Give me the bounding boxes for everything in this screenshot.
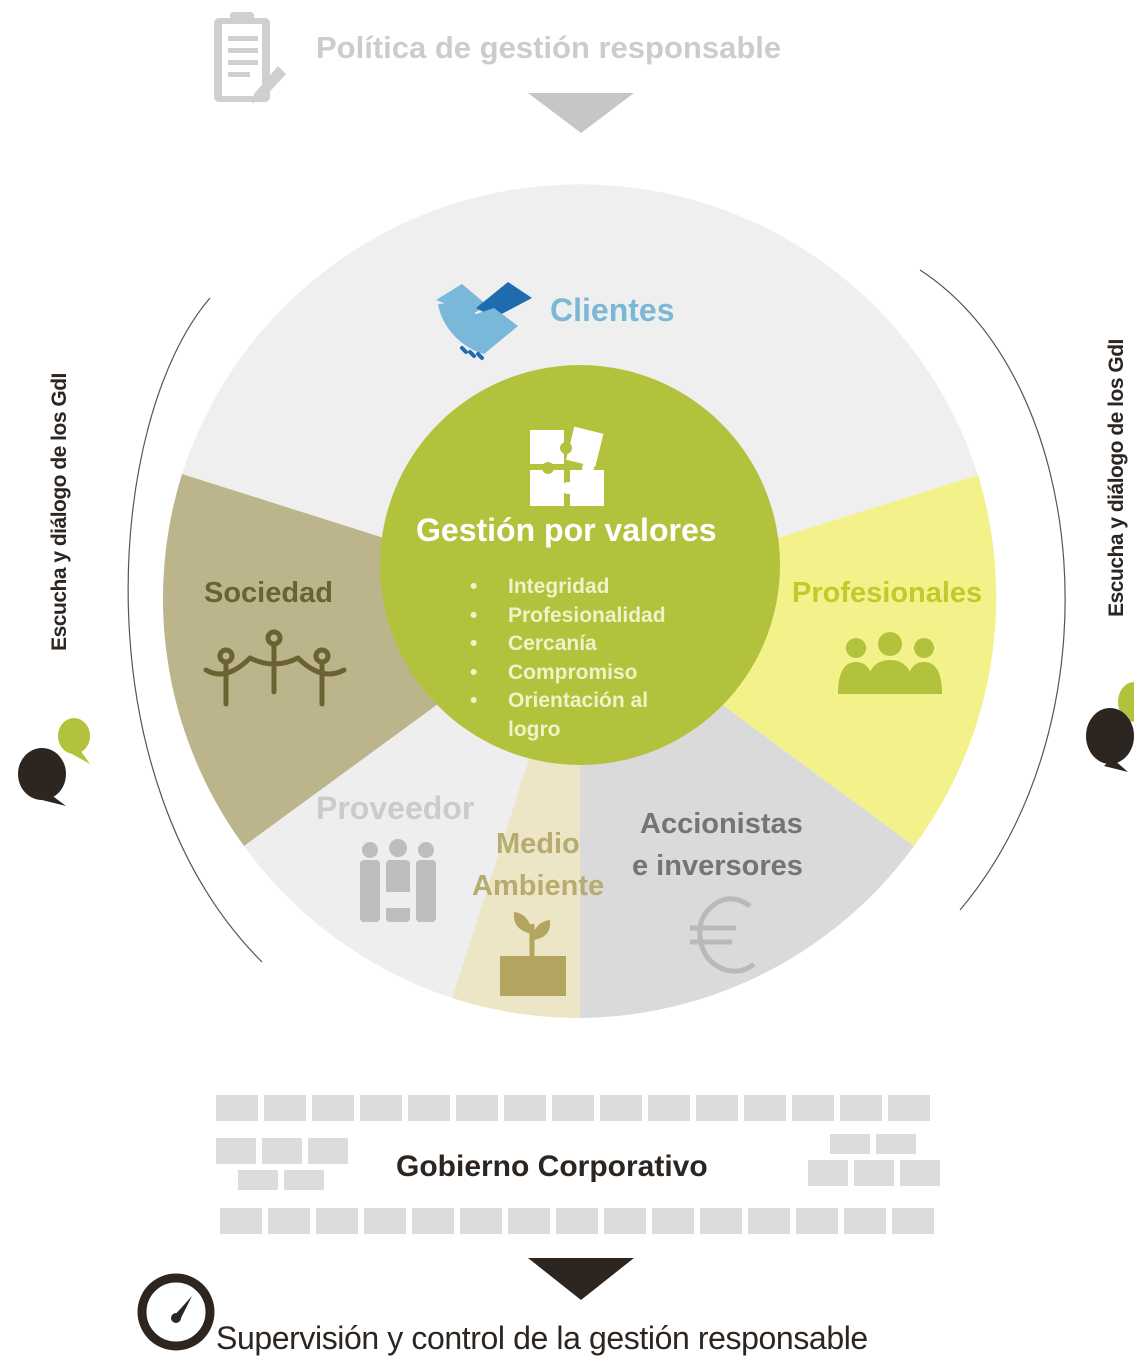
brick-row-bottom bbox=[220, 1208, 934, 1234]
value-item: logro bbox=[508, 717, 561, 741]
document-icon bbox=[214, 12, 286, 103]
values-list: •Integridad •Profesionalidad •Cercanía •… bbox=[470, 573, 666, 744]
suppliers-icon bbox=[360, 839, 436, 922]
accionistas-label-2: e inversores bbox=[632, 850, 803, 882]
speech-bubbles-icon-right bbox=[1086, 682, 1134, 772]
gobierno-label: Gobierno Corporativo bbox=[396, 1150, 708, 1183]
brick-row-right-2 bbox=[808, 1160, 940, 1186]
left-side-label: Escucha y diálogo de los GdI bbox=[48, 373, 71, 651]
value-item: •Orientación al bbox=[470, 689, 649, 712]
value-item: •Integridad bbox=[470, 575, 610, 598]
plant-icon bbox=[500, 912, 566, 996]
brick-row-top bbox=[216, 1095, 930, 1121]
brick-row-right-1 bbox=[830, 1134, 916, 1154]
clientes-label: Clientes bbox=[550, 292, 675, 328]
center-title: Gestión por valores bbox=[416, 512, 717, 548]
left-arc bbox=[127, 297, 263, 963]
top-arrow bbox=[528, 93, 634, 133]
gauge-icon bbox=[137, 1273, 215, 1351]
handshake-icon bbox=[436, 282, 532, 360]
value-item: •Cercanía bbox=[470, 632, 597, 655]
speech-bubbles-icon bbox=[18, 718, 90, 806]
sociedad-label: Sociedad bbox=[204, 577, 333, 609]
medio-label-2: Ambiente bbox=[472, 870, 605, 902]
team-icon bbox=[838, 632, 942, 694]
profesionales-label: Profesionales bbox=[792, 577, 983, 609]
euro-icon bbox=[690, 896, 756, 974]
medio-label-1: Medio bbox=[496, 828, 580, 860]
accionistas-label-1: Accionistas bbox=[640, 808, 803, 840]
top-title: Política de gestión responsable bbox=[316, 30, 782, 65]
people-hands-icon bbox=[203, 629, 347, 707]
puzzle-icon bbox=[530, 426, 604, 506]
value-item: •Profesionalidad bbox=[470, 603, 666, 627]
proveedor-label: Proveedor bbox=[316, 790, 475, 826]
right-arc bbox=[919, 269, 1066, 911]
center-circle bbox=[380, 365, 780, 765]
value-item: •Compromiso bbox=[470, 660, 638, 684]
bottom-title: Supervisión y control de la gestión resp… bbox=[216, 1320, 868, 1356]
right-side-label: Escucha y diálogo de los GdI bbox=[1105, 339, 1128, 617]
bottom-arrow bbox=[528, 1258, 634, 1300]
brick-row-left-1 bbox=[216, 1138, 348, 1164]
brick-row-left-2 bbox=[238, 1170, 324, 1190]
